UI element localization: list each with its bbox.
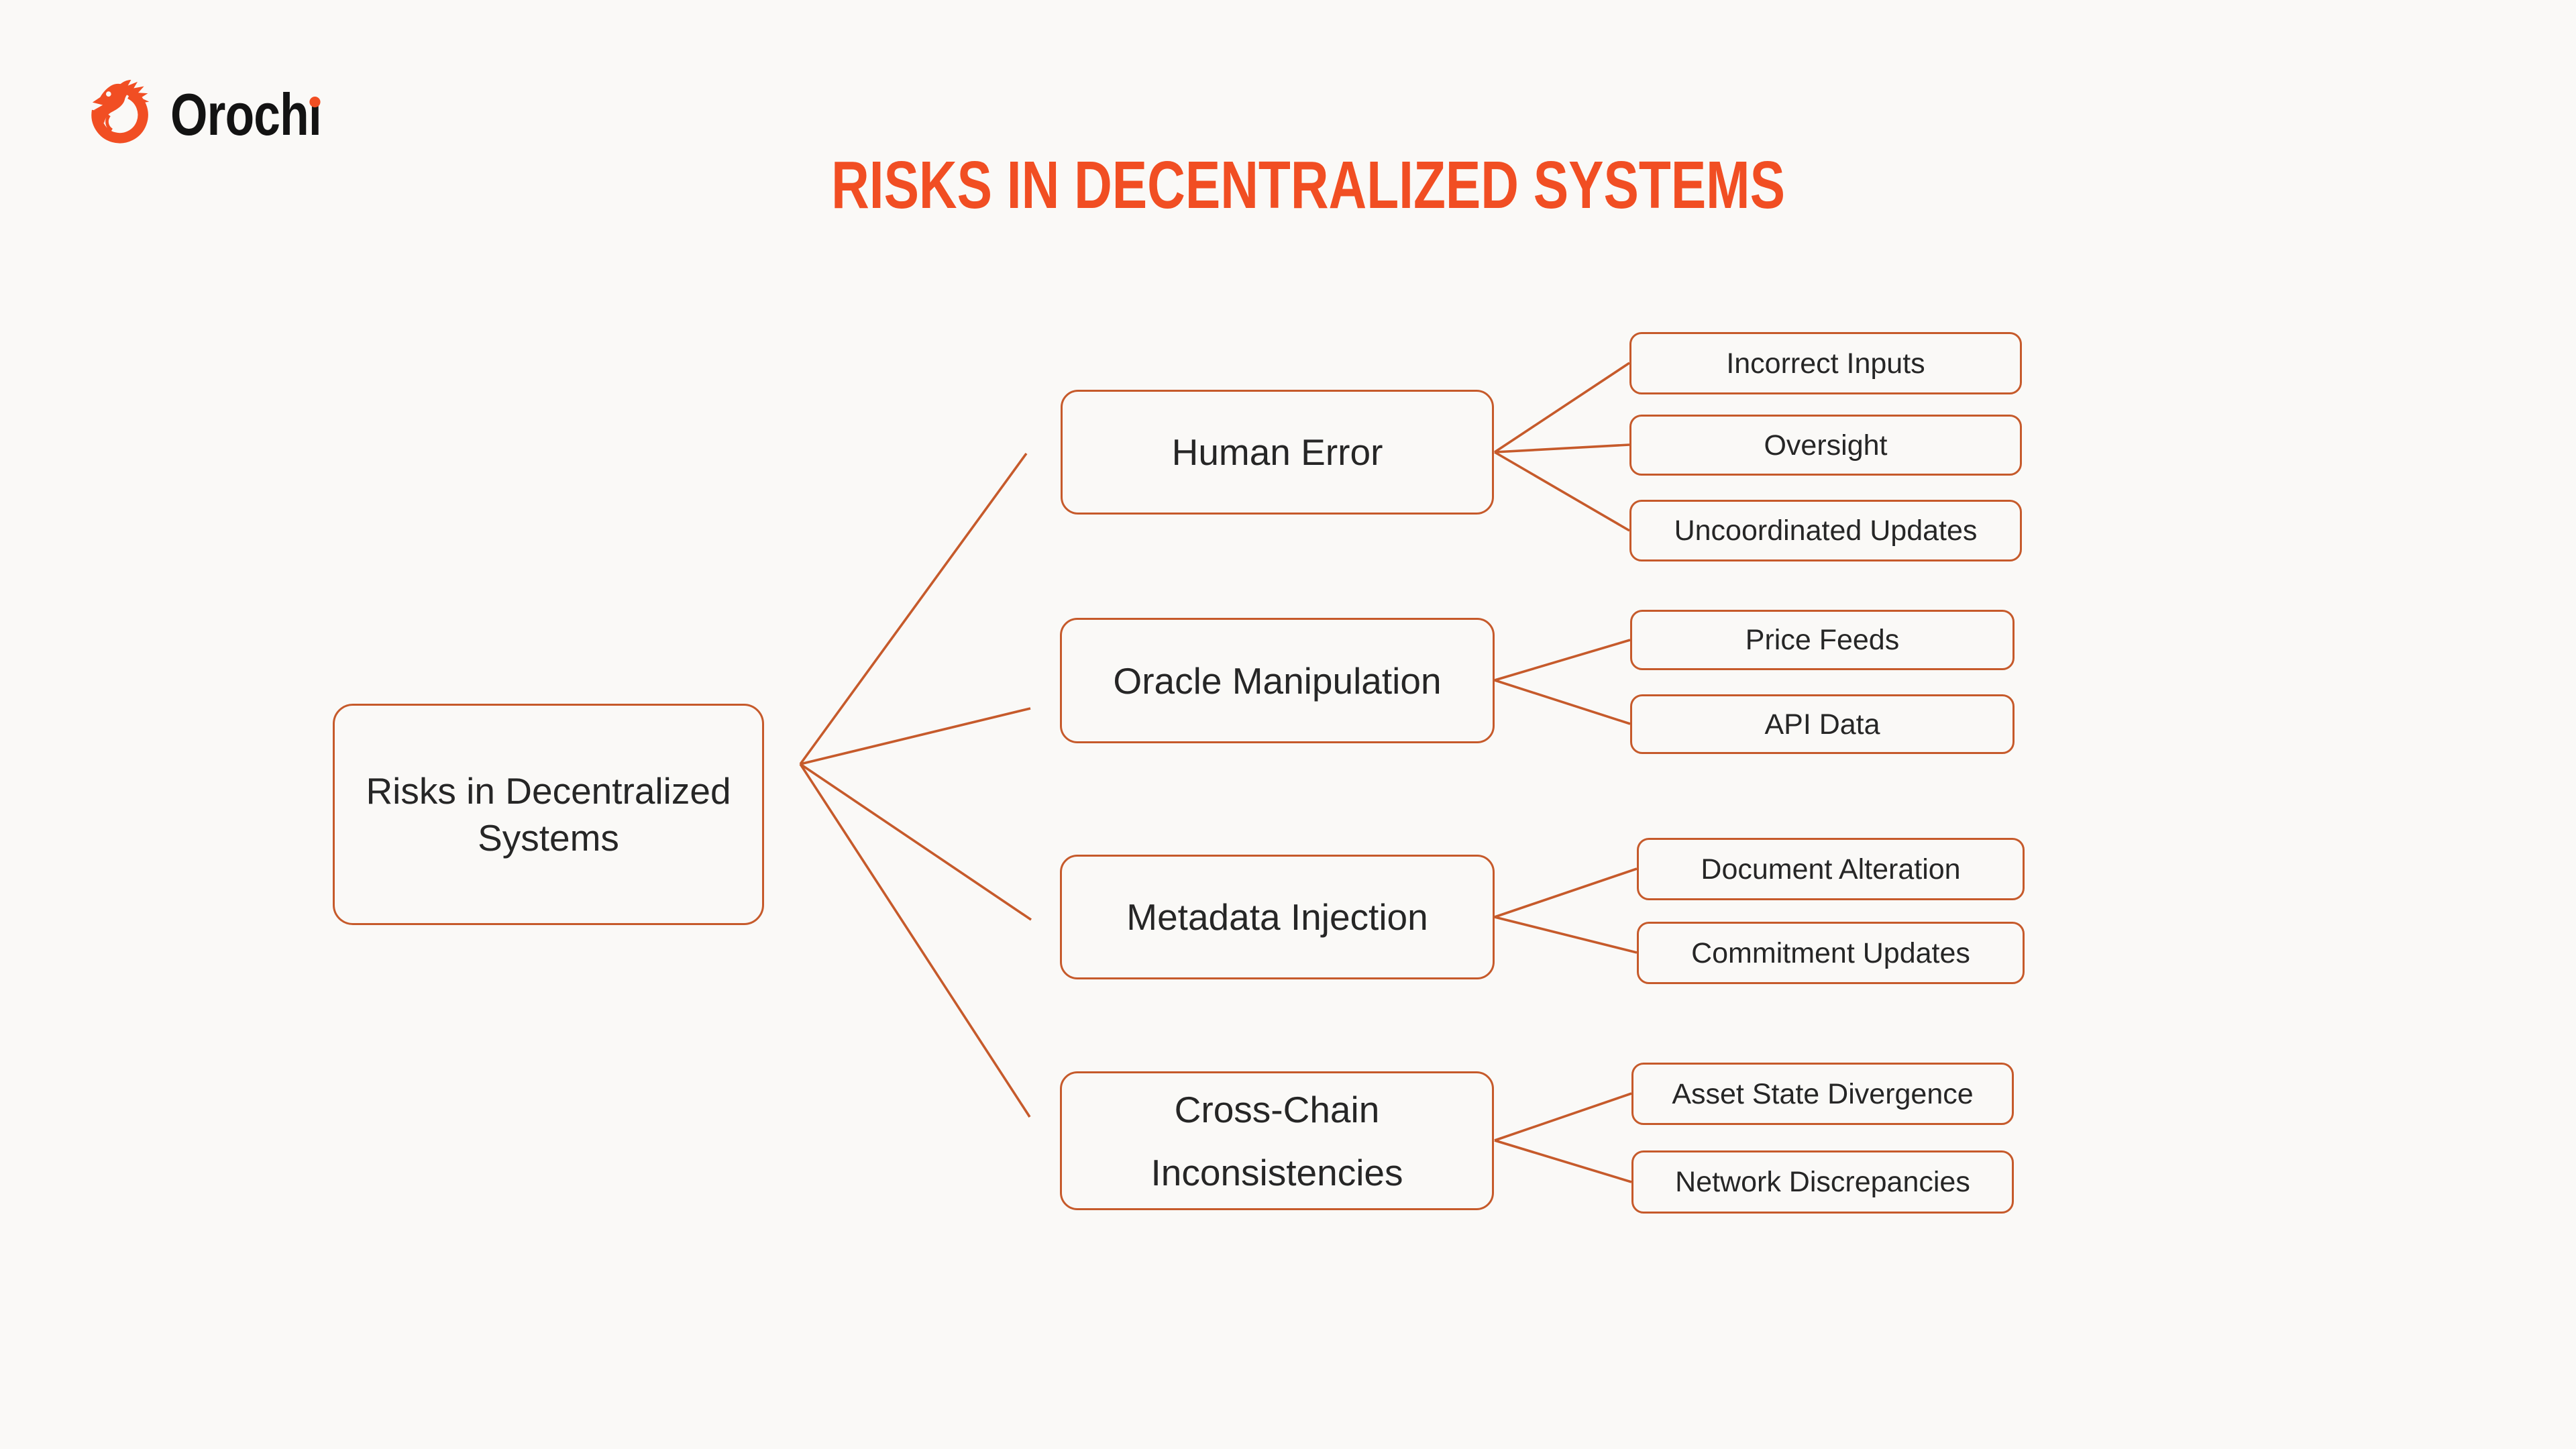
brand-i-dot-icon xyxy=(309,97,321,107)
brand-wordmark: Orochı xyxy=(170,81,322,148)
edge-root-to-cross-chain-inconsistencies xyxy=(799,763,1031,1118)
edge-metadata-injection-to-commitment-updates xyxy=(1494,916,1638,954)
node-human-error[interactable]: Human Error xyxy=(1061,390,1494,515)
edge-cross-chain-to-network-discrepancies xyxy=(1494,1139,1632,1183)
dragon-head xyxy=(92,83,131,123)
brand-word-head: Oroch xyxy=(170,81,309,148)
edge-human-error-to-uncoordinated-updates xyxy=(1494,451,1630,532)
node-metadata-injection[interactable]: Metadata Injection xyxy=(1060,855,1495,979)
brand-logo: Orochı xyxy=(90,75,357,149)
edge-metadata-injection-to-document-alteration xyxy=(1494,867,1638,918)
dragon-circle-icon xyxy=(91,80,150,144)
node-uncoordinated-updates[interactable]: Uncoordinated Updates xyxy=(1629,500,2022,561)
node-commitment-updates[interactable]: Commitment Updates xyxy=(1637,922,2025,984)
node-price-feeds[interactable]: Price Feeds xyxy=(1630,610,2015,670)
edge-root-to-oracle-manipulation xyxy=(800,707,1031,765)
brand-word-i: ı xyxy=(308,81,322,148)
node-oversight[interactable]: Oversight xyxy=(1629,415,2022,476)
node-api-data[interactable]: API Data xyxy=(1630,694,2015,754)
node-cross-chain-inconsistencies[interactable]: Cross-Chain Inconsistencies xyxy=(1060,1071,1494,1210)
edge-oracle-manipulation-to-price-feeds xyxy=(1494,639,1631,682)
dragon-tail xyxy=(105,114,113,131)
node-oracle-manipulation[interactable]: Oracle Manipulation xyxy=(1060,618,1495,743)
edge-cross-chain-to-asset-state-divergence xyxy=(1494,1092,1632,1142)
node-asset-state-divergence[interactable]: Asset State Divergence xyxy=(1631,1063,2014,1125)
node-root[interactable]: Risks in Decentralized Systems xyxy=(333,704,764,925)
dragon-eye xyxy=(106,91,111,97)
node-incorrect-inputs[interactable]: Incorrect Inputs xyxy=(1629,332,2022,394)
edge-root-to-metadata-injection xyxy=(799,763,1032,921)
edge-oracle-manipulation-to-api-data xyxy=(1494,679,1631,725)
edge-human-error-to-oversight xyxy=(1494,443,1630,453)
node-document-alteration[interactable]: Document Alteration xyxy=(1637,838,2025,900)
edge-human-error-to-incorrect-inputs xyxy=(1494,362,1630,453)
edge-root-to-human-error xyxy=(799,452,1028,765)
node-network-discrepancies[interactable]: Network Discrepancies xyxy=(1631,1150,2014,1214)
page-title: RISKS IN DECENTRALIZED SYSTEMS xyxy=(831,148,1785,223)
